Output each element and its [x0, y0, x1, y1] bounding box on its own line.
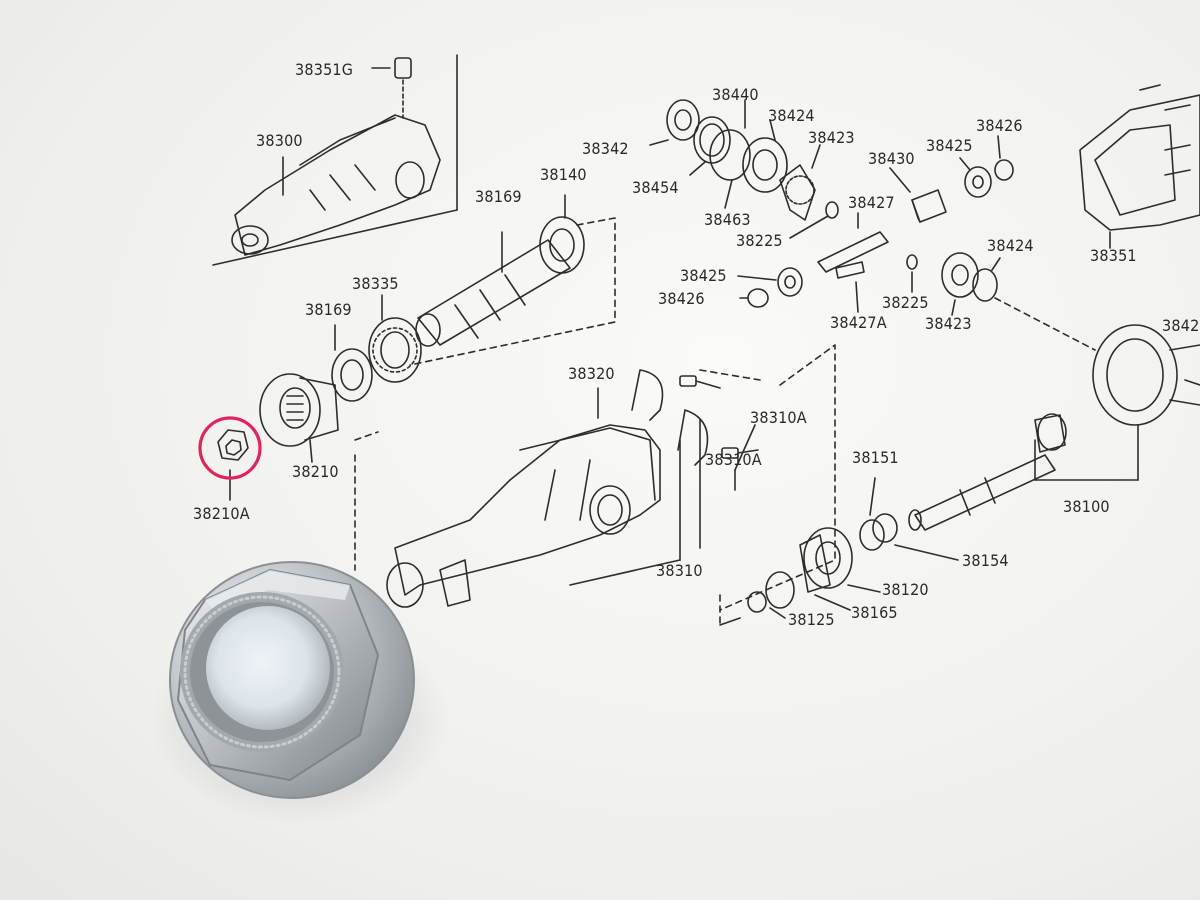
part-label-38440: 38440 — [712, 85, 759, 104]
part-label-38310A-upper: 38310A — [750, 408, 807, 427]
part-label-38100: 38100 — [1063, 497, 1110, 516]
bearing-38140 — [539, 194, 585, 274]
part-label-38169-seal: 38169 — [305, 300, 352, 319]
part-label-38427A: 38427A — [830, 313, 887, 332]
block-38430 — [889, 167, 947, 223]
highlight-circle — [198, 416, 262, 480]
pinion-shaft-38427 — [817, 212, 889, 313]
part-label-38425-right: 38425 — [926, 136, 973, 155]
part-label-38427: 38427 — [848, 193, 895, 212]
part-label-3842: 3842 — [1162, 316, 1200, 335]
flange-38210 — [259, 373, 339, 463]
diff-gears-upper — [649, 99, 839, 239]
part-label-38424-top: 38424 — [768, 106, 815, 125]
part-label-38342: 38342 — [582, 139, 629, 158]
part-label-38351G: 38351G — [295, 60, 354, 79]
part-label-38310: 38310 — [656, 561, 703, 580]
shaft-38169 — [415, 231, 571, 347]
part-label-38310A-lower: 38310A — [705, 450, 762, 469]
part-label-38351: 38351 — [1090, 246, 1137, 265]
cover-38351 — [1079, 84, 1200, 249]
part-label-38426-left: 38426 — [658, 289, 705, 308]
ring-gear-38100 — [1034, 324, 1200, 481]
side-gear-lower — [906, 252, 1001, 316]
part-label-38430: 38430 — [868, 149, 915, 168]
part-label-38424-lower: 38424 — [987, 236, 1034, 255]
part-label-38169-shaft: 38169 — [475, 187, 522, 206]
flange-nut-photo — [150, 561, 450, 825]
part-label-38320: 38320 — [568, 364, 615, 383]
part-label-38423-lower: 38423 — [925, 314, 972, 333]
part-label-38151: 38151 — [852, 448, 899, 467]
bearing-38335 — [368, 294, 422, 383]
part-label-38210: 38210 — [292, 462, 339, 481]
part-label-38463: 38463 — [704, 210, 751, 229]
part-label-38154: 38154 — [962, 551, 1009, 570]
part-label-38120: 38120 — [882, 580, 929, 599]
part-label-38426-right: 38426 — [976, 116, 1023, 135]
part-label-38210A: 38210A — [193, 504, 250, 523]
part-label-38225-top: 38225 — [736, 231, 783, 250]
part-label-38140: 38140 — [540, 165, 587, 184]
straps-38310A — [631, 369, 759, 549]
part-label-38300: 38300 — [256, 131, 303, 150]
dashed-leader-lines — [354, 217, 1096, 626]
housing-38320 — [386, 387, 681, 608]
seal-38169 — [331, 324, 373, 402]
part-label-38454: 38454 — [632, 178, 679, 197]
part-label-38335: 38335 — [352, 274, 399, 293]
small-gears-left — [737, 267, 803, 308]
small-gears-right — [959, 135, 1014, 198]
bearings-lower — [719, 477, 959, 626]
part-label-38125: 38125 — [788, 610, 835, 629]
part-label-38423-top: 38423 — [808, 128, 855, 147]
nut-38210A — [217, 429, 249, 501]
pinion-38100 — [908, 413, 1067, 531]
axle-assembly-box — [212, 54, 458, 266]
part-label-38425-left: 38425 — [680, 266, 727, 285]
part-label-38165: 38165 — [851, 603, 898, 622]
part-label-38225-lower: 38225 — [882, 293, 929, 312]
